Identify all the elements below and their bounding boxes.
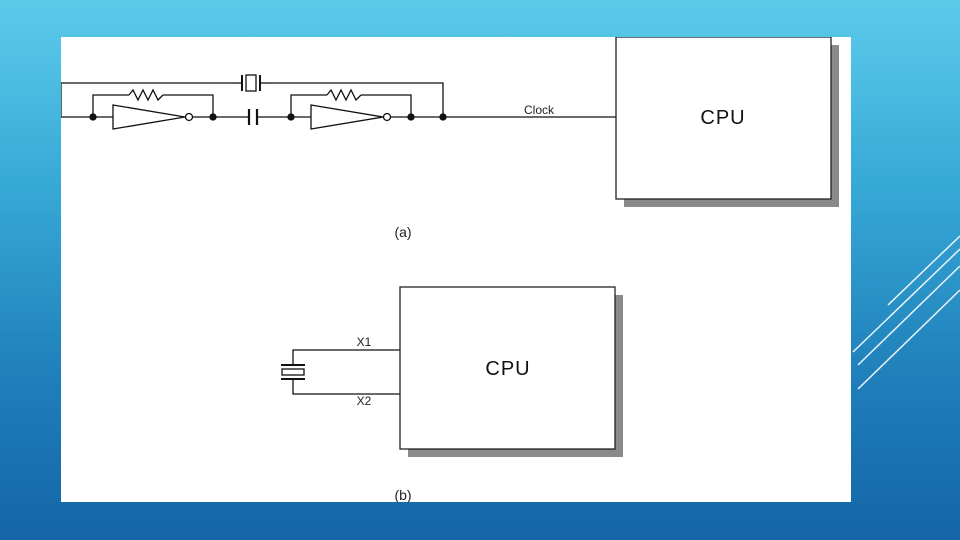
figure-panel: Clock CPU (a) X1 X2 CPU (b): [61, 37, 851, 502]
cpu-label-a: CPU: [700, 107, 745, 129]
crystal-icon: [281, 364, 305, 385]
inverter-1-icon: [93, 104, 249, 130]
decor-stripe: [857, 265, 960, 366]
junction-dot: [287, 113, 295, 121]
input-wire: [61, 83, 93, 118]
capacitor-icon: [247, 109, 291, 125]
x2-wire: [292, 385, 400, 395]
junction-dot: [407, 113, 415, 121]
cpu-box-a: CPU: [615, 37, 839, 207]
crystal-icon: [233, 74, 273, 92]
decor-stripe: [852, 248, 960, 353]
cpu-box-body: [399, 286, 616, 450]
diagram-a: [61, 74, 616, 130]
junction-dot: [209, 113, 217, 121]
inverter-2-icon: [291, 104, 443, 130]
decor-stripe: [887, 235, 960, 306]
cpu-box-body: [615, 37, 832, 200]
clock-label: Clock: [524, 103, 555, 117]
pin-x2-label: X2: [357, 394, 372, 408]
resistor-2-icon: [290, 88, 412, 117]
pin-x1-label: X1: [357, 335, 372, 349]
circuit-diagram: Clock CPU (a) X1 X2 CPU (b): [61, 37, 839, 502]
cpu-box-b: CPU: [399, 286, 623, 457]
cpu-label-b: CPU: [485, 358, 530, 380]
caption-a: (a): [394, 224, 411, 240]
caption-b: (b): [394, 487, 411, 502]
decor-stripe: [857, 289, 960, 390]
junction-dot: [89, 113, 97, 121]
diagram-b: [281, 349, 400, 395]
x1-wire: [292, 349, 400, 365]
feedback-wire-right: [273, 82, 444, 117]
resistor-1-icon: [92, 88, 214, 117]
